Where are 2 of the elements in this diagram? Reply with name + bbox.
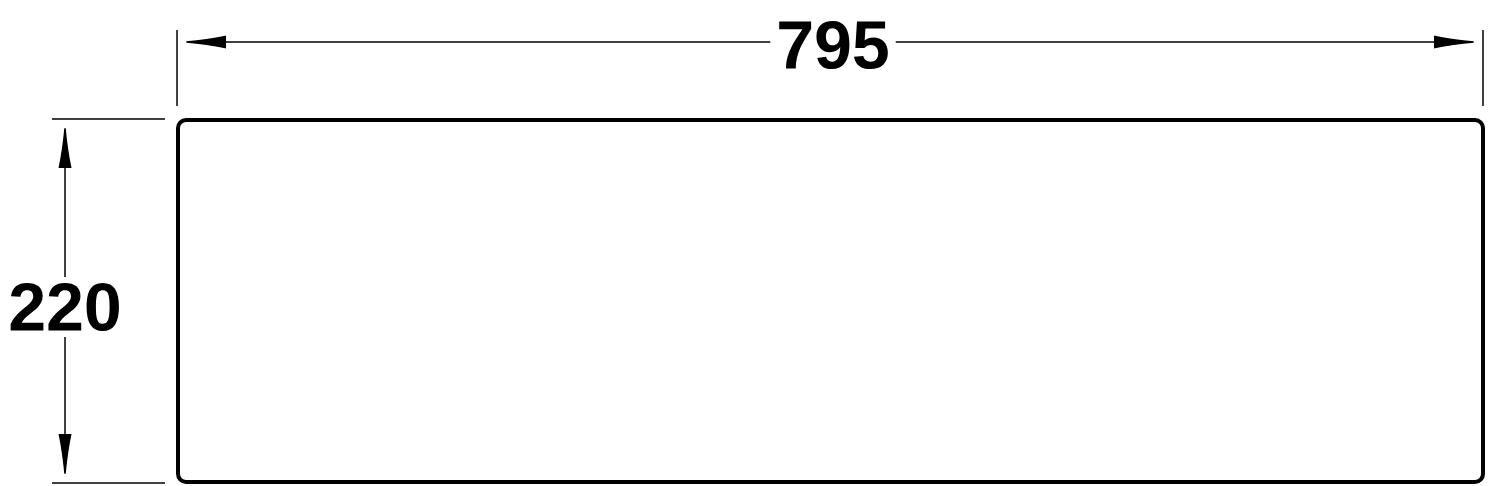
dimension-label: 220 — [2, 276, 128, 338]
dimension-label: 795 — [770, 14, 896, 76]
